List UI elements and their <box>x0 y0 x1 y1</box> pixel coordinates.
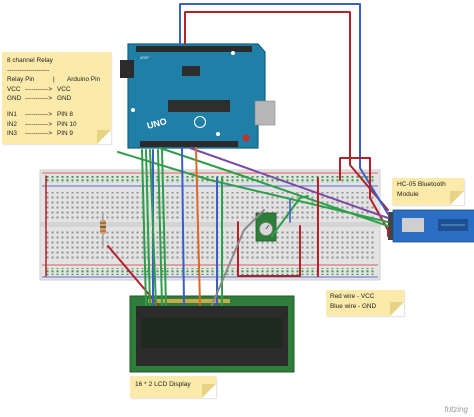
lcd-16x2-display <box>129 295 295 373</box>
green-wire-lcd-2 <box>145 149 151 306</box>
gray-wire <box>211 209 265 306</box>
green-wire-tx <box>117 151 389 223</box>
relay-in-row: IN3 -----------> PIN 9 <box>7 129 106 139</box>
blue-wire-lcd-2 <box>181 147 185 306</box>
digital-header <box>136 46 252 52</box>
purple-wire <box>189 147 389 219</box>
bt-pin-header <box>388 212 394 240</box>
relay-row-left: GND <box>7 95 22 103</box>
red-wire-pot <box>237 221 301 277</box>
relay-row: VCC -----------> VCC <box>7 85 106 95</box>
green-wire-long <box>159 147 389 227</box>
hc05-bluetooth-module <box>388 209 474 243</box>
bluetooth-note: HC-05 Bluetooth Module <box>392 178 464 205</box>
relay-in-right: PIN 10 <box>57 120 77 128</box>
relay-in-right: PIN 8 <box>57 111 73 119</box>
power-jack <box>120 60 134 78</box>
arduino-logo-icon <box>193 115 207 129</box>
wire-note-line1: Red wire - VCC <box>330 293 375 300</box>
usb-port <box>254 100 276 126</box>
potentiometer-knob-mark <box>265 224 270 230</box>
wire-color-note: Red wire - VCC Blue wire - GND <box>326 290 404 316</box>
relay-row-right: VCC <box>57 85 71 93</box>
relay-header-sep: | <box>53 76 55 84</box>
orange-wire <box>195 147 201 306</box>
lcd-screen <box>142 318 282 348</box>
lcd-note-label: 16 * 2 LCD Display <box>135 381 191 388</box>
relay-in-arrow: -----------> <box>25 130 53 138</box>
relay-row-left: VCC <box>7 85 21 93</box>
red-wire-loop <box>339 157 389 237</box>
mount-hole-1 <box>231 51 235 55</box>
fritzing-watermark: fritzing <box>444 405 468 414</box>
relay-in-left: IN1 <box>7 111 17 119</box>
potentiometer <box>255 212 277 242</box>
relay-pin-note: 8 channel Relay -------------------- Rel… <box>2 52 111 144</box>
green-wire-lcd-3 <box>149 149 157 306</box>
breadboard-holes <box>44 268 374 275</box>
relay-note-divider: -------------------- <box>7 66 50 74</box>
power-header <box>140 141 238 147</box>
relay-in-right: PIN 9 <box>57 130 73 138</box>
relay-in-row: IN1 -----------> PIN 8 <box>7 110 106 120</box>
bt-note-line2: Module <box>397 190 419 198</box>
wire-note-line2: Blue wire - GND <box>330 302 377 310</box>
relay-in-arrow: -----------> <box>25 120 53 128</box>
relay-row: GND -----------> GND <box>7 94 106 104</box>
green-wire-lcd-1 <box>141 149 147 306</box>
mount-hole-2 <box>216 132 220 136</box>
aref-label: AREF <box>140 56 149 60</box>
relay-row-arrow: -----------> <box>25 85 53 93</box>
bt-note-line1: HC-05 Bluetooth <box>397 181 446 188</box>
lcd-pin-header <box>148 299 230 303</box>
relay-note-header: Relay Pin | Arduino Pin <box>7 75 106 85</box>
relay-note-title: 8 channel Relay <box>7 57 53 64</box>
breadboard-holes <box>44 230 374 260</box>
green-wire-lcd-5 <box>161 149 167 306</box>
resistor <box>100 212 106 246</box>
small-chip <box>182 66 200 76</box>
relay-in-left: IN3 <box>7 130 17 138</box>
bt-module-chip <box>402 218 424 232</box>
relay-in-row: IN2 -----------> PIN 10 <box>7 120 106 130</box>
breadboard <box>39 169 381 281</box>
relay-header-right: Arduino Pin <box>67 76 101 84</box>
mount-hole-3 <box>131 108 135 112</box>
atmega-chip <box>168 100 230 112</box>
lcd-note: 16 * 2 LCD Display <box>130 376 216 398</box>
relay-row-arrow: -----------> <box>25 95 53 103</box>
wires <box>45 3 389 306</box>
green-wire-lcd-4 <box>157 149 163 306</box>
green-wire-pot <box>271 195 309 237</box>
breadboard-center-channel <box>40 222 380 227</box>
relay-row-right: GND <box>57 95 72 103</box>
relay-header-left: Relay Pin <box>7 76 35 84</box>
relay-in-left: IN2 <box>7 120 17 128</box>
reset-button <box>242 134 250 142</box>
arduino-uno-board: UNO AREF <box>120 43 276 149</box>
relay-in-arrow: -----------> <box>25 111 53 119</box>
red-wire-vcc-bt <box>184 11 389 211</box>
